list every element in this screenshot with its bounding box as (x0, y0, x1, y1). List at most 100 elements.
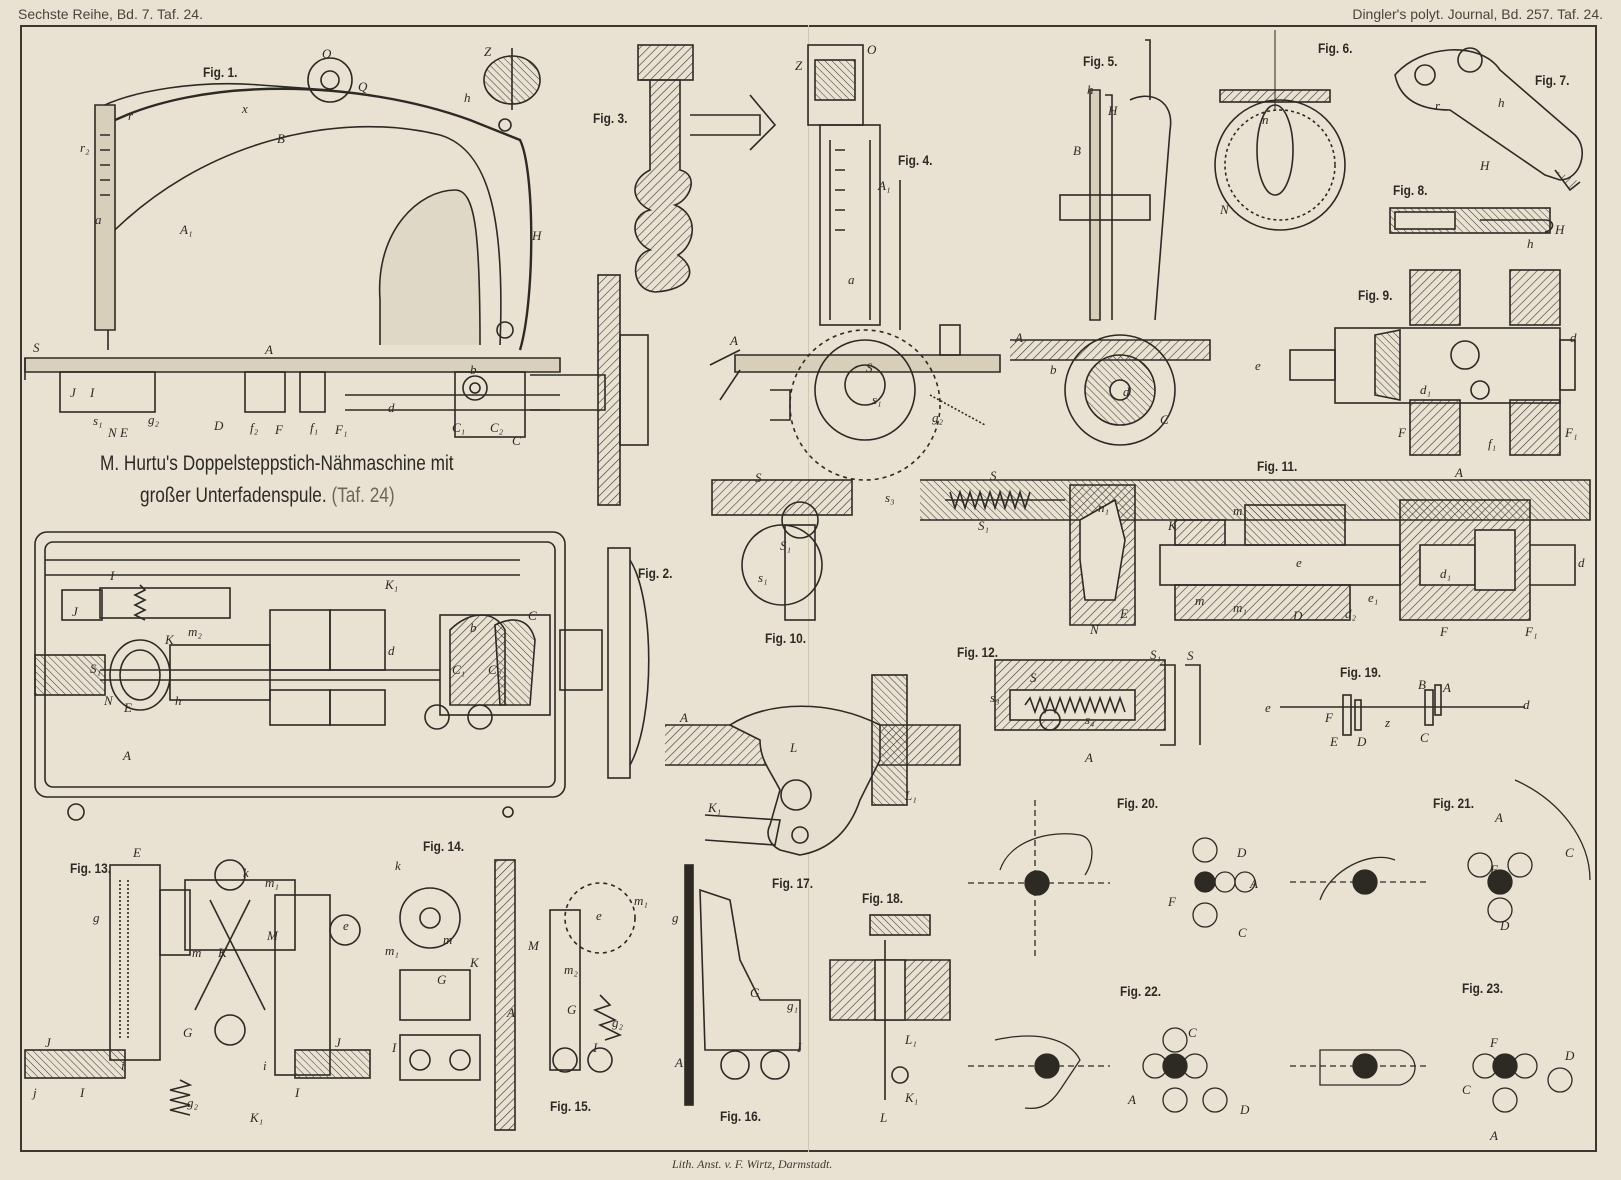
letter-e-fig9: e (1255, 358, 1261, 373)
letter-K-fig13: K (218, 945, 227, 960)
fig9-plan-view (1289, 269, 1576, 456)
fig-label-10: Fig. 10. (765, 630, 806, 646)
letter-A-fig5: A (1015, 330, 1023, 345)
letter-S1-fig2: S₁ (90, 661, 102, 676)
letter-s3-fig12: s₃ (990, 690, 1000, 705)
letter-h-fig5: h (1087, 82, 1094, 97)
letter-C2-fig2: C₂ (488, 662, 502, 677)
letter-S1-fig11: S₁ (978, 518, 990, 533)
letter-D-fig22: D (1240, 1102, 1250, 1117)
fig-label-23: Fig. 23. (1462, 980, 1503, 996)
letter-C-fig19: C (1420, 730, 1429, 745)
letter-s1: s₁ (93, 413, 103, 428)
letter-C-fig5: C (1160, 412, 1169, 427)
fig-label-1: Fig. 1. (203, 64, 238, 80)
plate-title-line2: großer Unterfadenspule. (Taf. 24) (140, 484, 395, 508)
letter-m1-fig11: m₁ (1233, 600, 1247, 615)
letter-g-fig13: g (93, 910, 100, 925)
fig-label-20: Fig. 20. (1117, 795, 1158, 811)
fig19-schematic (1280, 684, 1525, 736)
letter-i-fig13b: i (263, 1058, 267, 1073)
letter-D-fig23: D (1565, 1048, 1575, 1063)
letter-C1: C₁ (452, 420, 466, 435)
letter-s4-fig12: s₄ (1085, 712, 1095, 727)
letter-j-fig13: j (33, 1085, 37, 1100)
fig11-long-section (920, 479, 1591, 626)
letter-D: D (214, 418, 224, 433)
letter-E: E (120, 425, 128, 440)
letter-G-fig13: G (183, 1025, 193, 1040)
letter-b: b (470, 362, 477, 377)
letter-E-fig13: E (133, 845, 141, 860)
fig6-shuttle-view (1214, 30, 1346, 231)
letter-z-fig19: z (1385, 715, 1391, 730)
letter-N-fig11: N (1090, 622, 1099, 637)
letter-K1-fig17: K₁ (708, 800, 722, 815)
letter-K-fig14: K (470, 955, 479, 970)
center-fold (808, 25, 809, 1152)
letter-Z-fig4: Z (795, 58, 803, 73)
letter-a: a (95, 212, 102, 227)
letter-k-fig13: k (243, 865, 249, 880)
letter-a1-fig4: A₁ (878, 178, 891, 193)
fig-label-8: Fig. 8. (1393, 182, 1428, 198)
letter-S: S (33, 340, 40, 355)
fig1-machine-side-view (24, 48, 649, 506)
letter-h-fig2: h (175, 693, 182, 708)
letter-K1-fig18: K₁ (905, 1090, 919, 1105)
letter-m1-fig15: m₁ (634, 893, 648, 908)
letter-A-fig11: A (1455, 465, 1463, 480)
letter-N-fig6: N (1220, 202, 1229, 217)
letter-A-fig19: A (1443, 680, 1451, 695)
lithographer-credit: Lith. Anst. v. F. Wirtz, Darmstadt. (672, 1157, 833, 1171)
letter-C-fig2: C (528, 608, 537, 623)
fig7-lever (1394, 47, 1584, 192)
letter-C2: C₂ (490, 420, 504, 435)
letter-d-fig2: d (388, 643, 395, 658)
letter-C-fig20: C (1238, 925, 1247, 940)
fig-label-14: Fig. 14. (423, 838, 464, 854)
letter-m2-fig2: m₂ (188, 624, 202, 639)
letter-D-fig11: D (1293, 608, 1303, 623)
letter-J-fig2: J (72, 604, 78, 619)
letter-S-fig11: S (990, 468, 997, 483)
letter-S-fig12: S (1030, 670, 1037, 685)
letter-A-fig2: A (123, 748, 131, 763)
fig-label-18: Fig. 18. (862, 890, 903, 906)
letter-b-fig2: b (470, 620, 477, 635)
letter-L1-fig18: L₁ (905, 1032, 917, 1047)
letter-C-fig21: C (1565, 845, 1574, 860)
fig-label-5: Fig. 5. (1083, 53, 1118, 69)
fig2-plan-view (34, 531, 650, 821)
fig5-vertical-section (1010, 39, 1211, 446)
letter-A-fig14: A (507, 1005, 515, 1020)
letter-g1-fig16: g₁ (787, 998, 799, 1013)
letter-C1-fig2: C₁ (452, 662, 466, 677)
letter-H-fig7: H (1480, 158, 1490, 173)
fig15-assembly (549, 882, 636, 1073)
letter-d1-fig9: d₁ (1420, 382, 1432, 397)
letter-r: r (128, 108, 134, 123)
letter-I-fig13: I (80, 1085, 85, 1100)
letter-g2-fig4: g₂ (932, 410, 944, 425)
letter-A1: A₁ (180, 222, 193, 237)
letter-L-fig18: L (880, 1110, 888, 1125)
fig8-section (1389, 207, 1554, 234)
letter-g2-fig13: g₂ (187, 1095, 199, 1110)
letter-d-fig5: d (1123, 384, 1130, 399)
plate-title-reference: (Taf. 24) (331, 484, 395, 507)
letter-L1-fig17: L₁ (905, 788, 917, 803)
letter-G-fig16: G (750, 985, 760, 1000)
letter-S1-fig12: S₁ (1150, 647, 1162, 662)
letter-S-fig4: S (866, 360, 873, 375)
letter-F1: F₁ (335, 422, 348, 437)
letter-K1-fig2: K₁ (385, 577, 399, 592)
letter-s1-fig4: s₁ (872, 392, 882, 407)
fig10-section (711, 479, 853, 621)
letter-r2: r₂ (80, 140, 90, 155)
fig-label-4: Fig. 4. (898, 152, 933, 168)
letter-e-fig11: e (1296, 555, 1302, 570)
letter-h-fig7: h (1498, 95, 1505, 110)
letter-A-fig12: A (1085, 750, 1093, 765)
letter-A-fig23: A (1490, 1128, 1498, 1143)
